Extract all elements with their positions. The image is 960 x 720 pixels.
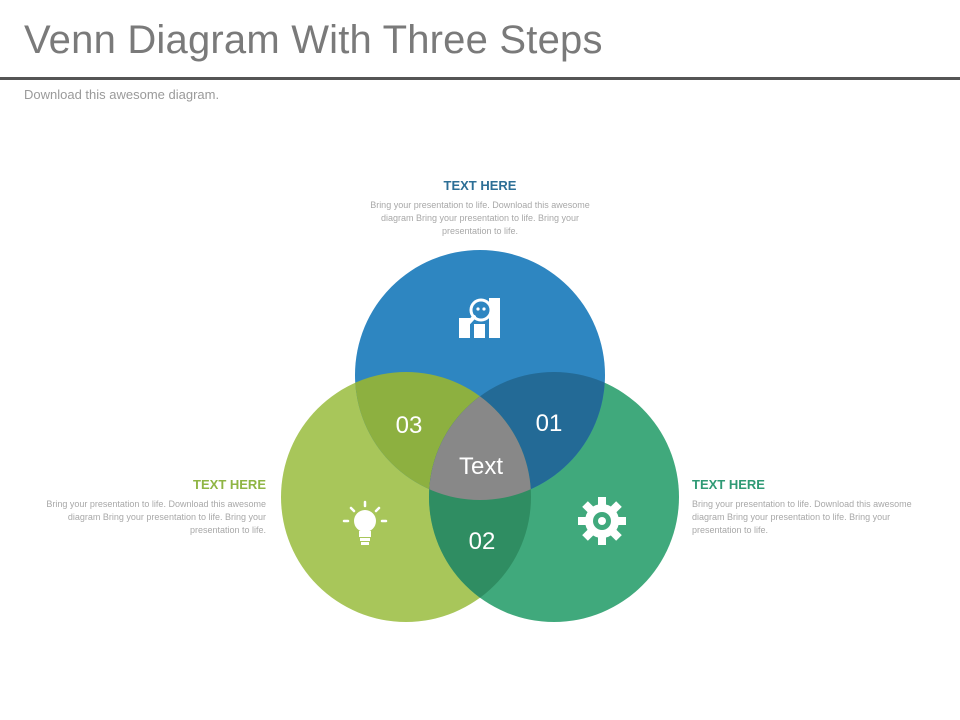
text-block-right-heading: TEXT HERE [692,477,765,492]
gear-tooth [598,497,606,507]
text-block-right-body: Bring your presentation to life. Downloa… [692,499,912,535]
text-block-left-body: Bring your presentation to life. Downloa… [46,499,266,535]
region-label-03: 03 [396,412,423,439]
text-block-left: TEXT HERE Bring your presentation to lif… [36,477,266,537]
gear-tooth [598,535,606,545]
text-block-top-heading: TEXT HERE [443,178,517,193]
text-block-left-heading: TEXT HERE [193,477,266,492]
region-label-01: 01 [536,410,563,437]
chart-magnifier-icon [459,298,500,338]
page-subtitle: Download this awesome diagram. [24,87,220,102]
region-label-02: 02 [469,528,496,555]
page-title: Venn Diagram With Three Steps [24,18,603,62]
text-block-right: TEXT HERE Bring your presentation to lif… [692,477,922,537]
lightbulb-icon [342,500,388,545]
text-block-top-body: Bring your presentation to life. Downloa… [370,200,590,236]
venn-center-region [429,372,531,500]
center-label: Text [459,453,503,480]
gear-icon [578,497,626,545]
text-block-top: TEXT HERE Bring your presentation to lif… [365,178,595,238]
title-divider [0,77,960,80]
